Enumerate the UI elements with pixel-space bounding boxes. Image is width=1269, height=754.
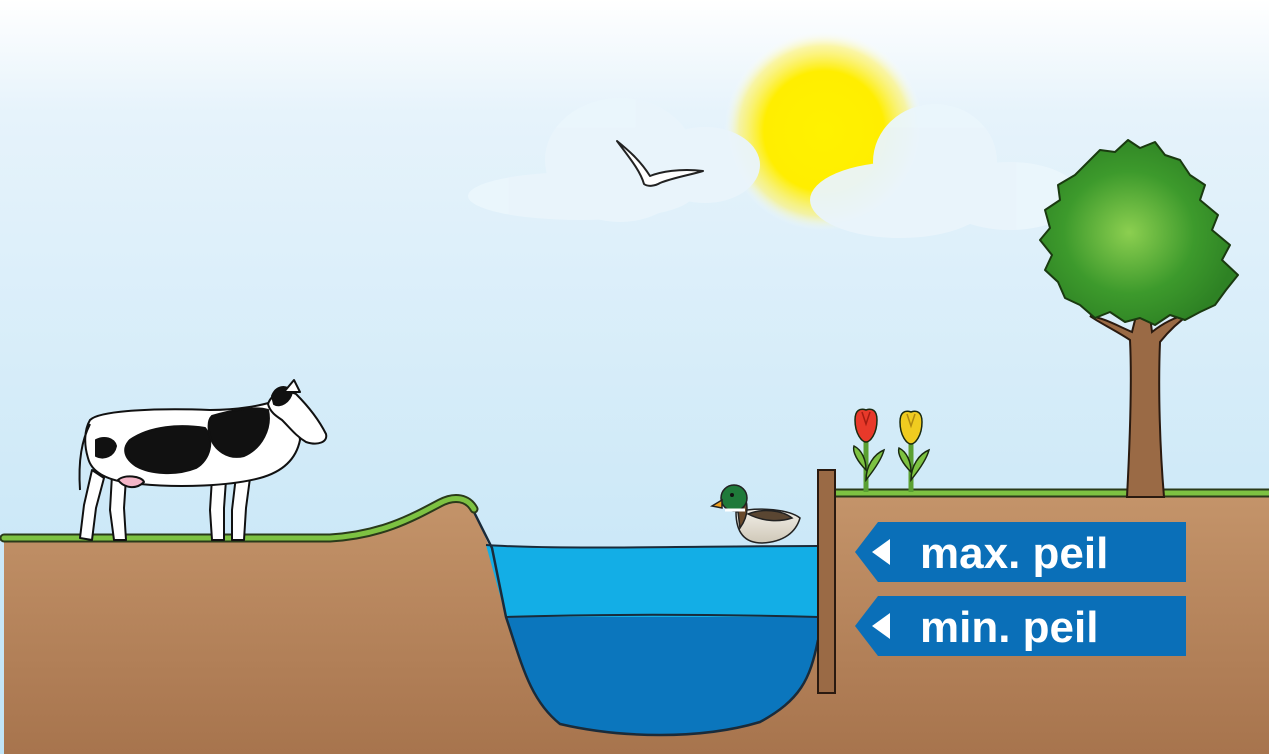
- max-level-label: max. peil: [855, 522, 1186, 582]
- max-level-text: max. peil: [920, 529, 1108, 578]
- post-icon: [818, 470, 835, 693]
- min-level-text: min. peil: [920, 603, 1098, 652]
- min-level-label: min. peil: [855, 596, 1186, 656]
